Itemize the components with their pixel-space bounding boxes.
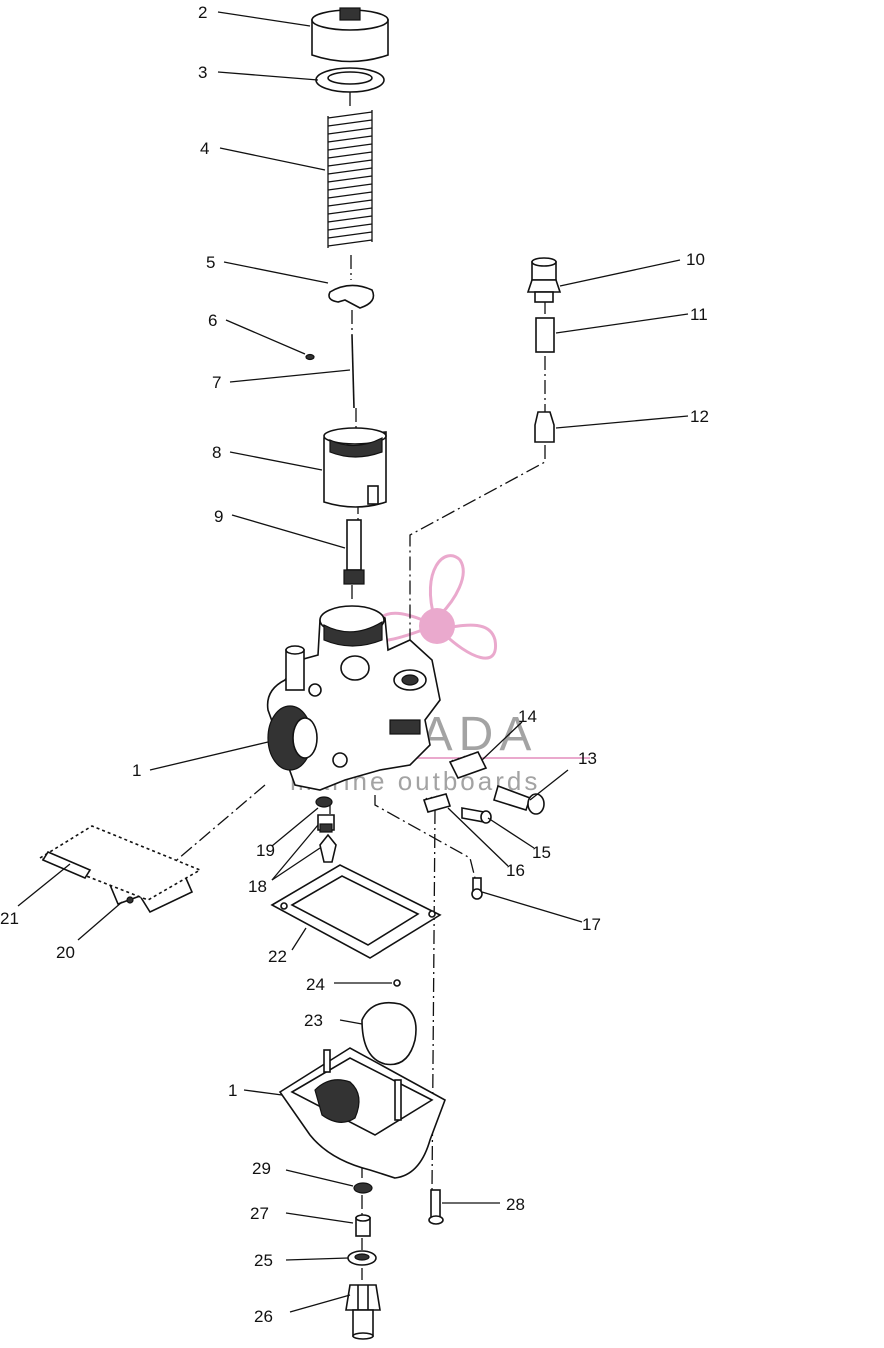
- callout-19: 19: [256, 841, 275, 860]
- starter-plunger-cap: [526, 257, 562, 303]
- needle-retainer-plate: [328, 284, 375, 309]
- callout-5: 5: [206, 253, 215, 272]
- callout-27: 27: [250, 1204, 269, 1223]
- callout-21: 21: [0, 909, 19, 928]
- carburetor-float: [361, 1001, 417, 1066]
- check-ball: [393, 979, 401, 987]
- mixing-chamber-cap: [311, 7, 389, 63]
- float-bowl: [278, 1047, 446, 1179]
- drain-plug-gasket: [347, 1250, 377, 1266]
- needle-jet: [343, 519, 365, 585]
- needle-valve-washer: [315, 796, 333, 808]
- throttle-stop-screw: [493, 784, 545, 815]
- jet-needle: [351, 334, 355, 409]
- needle-clip: [305, 353, 315, 361]
- callout-12: 12: [690, 407, 709, 426]
- callout-23: 23: [304, 1011, 323, 1030]
- throttle-stop-spring: [448, 751, 488, 779]
- callout-17: 17: [582, 915, 601, 934]
- callout-7: 7: [212, 373, 221, 392]
- float-needle-valve: [317, 814, 337, 863]
- callout-13: 13: [578, 749, 597, 768]
- throttle-valve-spring: [327, 110, 373, 248]
- callout-24: 24: [306, 975, 325, 994]
- throttle-valve: [323, 427, 387, 508]
- drain-screw: [471, 877, 483, 900]
- callout-29: 29: [252, 1159, 271, 1178]
- drain-plug: [345, 1284, 381, 1340]
- callout-20: 20: [56, 943, 75, 962]
- callout-2: 2: [198, 3, 207, 22]
- pilot-screw-spring: [422, 793, 452, 813]
- callout-25: 25: [254, 1251, 273, 1270]
- starter-plunger-spring: [535, 317, 555, 353]
- callout-16: 16: [506, 861, 525, 880]
- callout-18: 18: [248, 877, 267, 896]
- callout-10: 10: [686, 250, 705, 269]
- callout-8: 8: [212, 443, 221, 462]
- propeller-logo-icon: [371, 554, 498, 660]
- callout-28: 28: [506, 1195, 525, 1214]
- pilot-air-screw: [461, 807, 492, 824]
- callout-22: 22: [268, 947, 287, 966]
- callout-15: 15: [532, 843, 551, 862]
- callout-1-bowl: 1: [228, 1081, 237, 1100]
- callout-26: 26: [254, 1307, 273, 1326]
- callout-3: 3: [198, 63, 207, 82]
- leader-lines: [17, 11, 689, 1313]
- starter-plunger: [534, 411, 555, 443]
- callout-1-body: 1: [132, 761, 141, 780]
- carburetor-body: [266, 605, 441, 791]
- callout-14: 14: [518, 707, 537, 726]
- callout-labels: 2 3 4 5 6 7 8 9 10 11 12 1 13 14 15 16 1…: [0, 3, 709, 1326]
- callout-6: 6: [208, 311, 217, 330]
- callout-9: 9: [214, 507, 223, 526]
- cap-washer: [315, 67, 385, 93]
- callout-11: 11: [690, 305, 708, 324]
- float-pin: [38, 825, 202, 901]
- bowl-screw: [428, 1189, 444, 1225]
- float-bowl-gasket: [270, 864, 442, 959]
- callout-4: 4: [200, 139, 209, 158]
- main-jet: [355, 1214, 371, 1237]
- main-jet-washer: [353, 1182, 373, 1194]
